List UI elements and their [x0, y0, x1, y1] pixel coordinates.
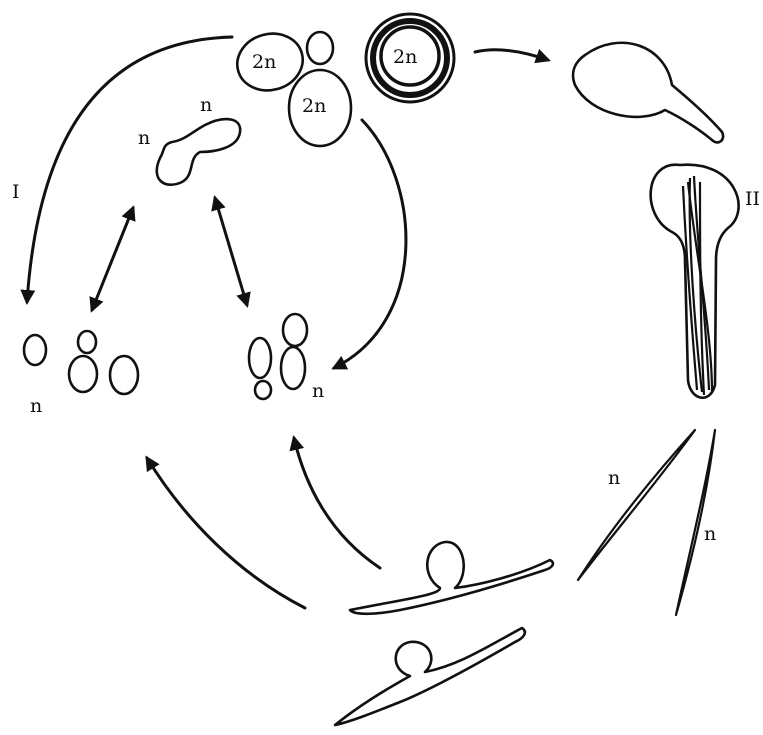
arrow-hyphae-to-left-cells: [147, 458, 305, 608]
haploid-cells-left: n: [24, 331, 138, 417]
haploid-label-left: n: [138, 127, 150, 149]
haploid-label-left-group: n: [30, 395, 42, 417]
haploid-cells-middle: n: [249, 314, 324, 402]
diploid-cell-cluster: 2n 2n: [231, 26, 351, 146]
haploid-label-middle-group: n: [312, 380, 324, 402]
diploid-label-1: 2n: [252, 51, 276, 73]
thick-walled-spore: 2n: [366, 14, 454, 102]
diploid-label-2: 2n: [302, 95, 326, 117]
arrow-hyphae-to-middle-cells: [294, 438, 380, 568]
arrow-bidirectional-right: [215, 198, 247, 305]
haploid-label-spore-1: n: [608, 467, 620, 489]
arrow-diploid-to-haploid: [334, 120, 406, 368]
arrow-stage-I: [27, 37, 232, 302]
haploid-label-spore-2: n: [704, 523, 716, 545]
stage-II-label: II: [745, 188, 760, 210]
released-spores: n n: [578, 430, 716, 615]
haploid-conjugating-cells: n n: [138, 94, 240, 185]
stage-I-label: I: [12, 181, 20, 203]
diploid-label-3: 2n: [393, 46, 417, 68]
germinating-hyphae-bottom: [335, 628, 525, 725]
ascus-with-spores: [651, 165, 739, 398]
arrow-bidirectional-left: [92, 208, 133, 310]
germinating-hyphae-top: [350, 542, 553, 614]
budding-cell-small: [307, 32, 333, 64]
germinating-cell: [573, 43, 723, 143]
haploid-label-top: n: [200, 94, 212, 116]
arrow-to-germination: [475, 50, 548, 60]
